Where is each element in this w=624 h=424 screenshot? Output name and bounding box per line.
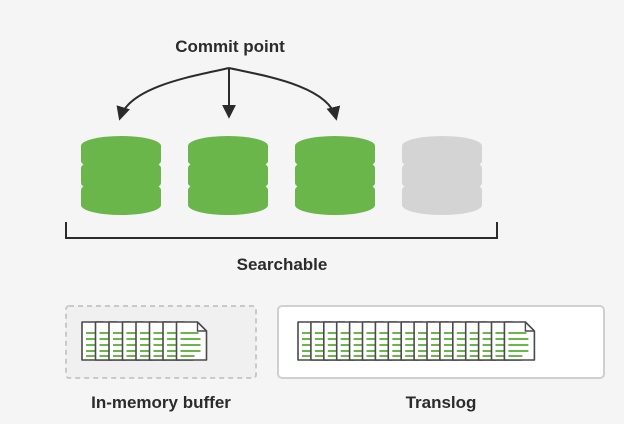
- segment-3-committed: [295, 136, 375, 215]
- searchable-label: Searchable: [237, 255, 328, 274]
- document-icon: [503, 321, 536, 361]
- commit-arrow-3: [228, 67, 341, 121]
- segment-disk: [81, 136, 161, 171]
- buffer-documents: [81, 321, 208, 361]
- segment-1-committed: [81, 136, 161, 215]
- segment-4-uncommitted: [402, 136, 482, 215]
- commit-point-label: Commit point: [175, 37, 285, 56]
- segments-group: [81, 136, 482, 215]
- commit-arrow-1: [116, 67, 230, 121]
- document-icon: [175, 321, 208, 361]
- segment-disk: [402, 136, 482, 171]
- translog-documents: [297, 321, 536, 361]
- translog-label: Translog: [406, 393, 477, 412]
- segment-2-committed: [188, 136, 268, 215]
- segment-disk: [295, 136, 375, 171]
- in-memory-buffer-label: In-memory buffer: [91, 393, 231, 412]
- searchable-bracket: [65, 222, 498, 239]
- segment-disk: [188, 136, 268, 171]
- commit-point-arrows: [116, 67, 341, 121]
